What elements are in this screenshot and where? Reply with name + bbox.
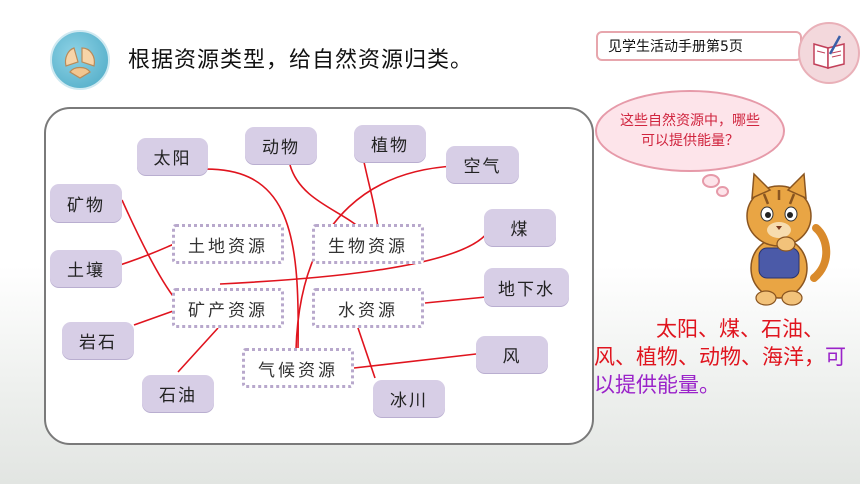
resource-soil: 土壤 bbox=[50, 250, 122, 287]
category-land: 土地资源 bbox=[172, 224, 284, 264]
resource-oil: 石油 bbox=[142, 375, 214, 412]
line-wind-climate bbox=[353, 353, 477, 369]
line-animal-biological bbox=[289, 164, 361, 229]
line-glacier-water bbox=[356, 324, 376, 379]
line-coal-mining bbox=[219, 231, 489, 285]
line-oil-mining bbox=[177, 327, 219, 373]
bubble-tail bbox=[702, 174, 720, 188]
category-climate: 气候资源 bbox=[242, 348, 354, 388]
clapping-hands-icon bbox=[50, 30, 110, 90]
bubble-question: 这些自然资源中，哪些可以提供能量？ bbox=[620, 113, 760, 149]
category-biological: 生物资源 bbox=[312, 224, 424, 264]
resource-wind: 风 bbox=[476, 336, 548, 373]
resource-mineral: 矿物 bbox=[50, 184, 122, 222]
resource-rock: 岩石 bbox=[62, 322, 134, 359]
cat-mascot-icon bbox=[724, 168, 834, 312]
speech-bubble: 这些自然资源中，哪些可以提供能量？ bbox=[595, 90, 785, 172]
resource-air: 空气 bbox=[446, 146, 519, 183]
resource-coal: 煤 bbox=[484, 209, 556, 246]
bubble-tail bbox=[716, 186, 729, 197]
line-sun-climate bbox=[187, 168, 300, 351]
resource-groundwater: 地下水 bbox=[484, 268, 569, 306]
book-icon bbox=[798, 22, 860, 84]
page-title: 根据资源类型，给自然资源归类。 bbox=[128, 48, 474, 73]
category-mineral: 矿产资源 bbox=[172, 288, 284, 328]
answer-red: 太阳、煤、石油、风、植物、动物、海洋， bbox=[594, 317, 825, 369]
line-air-climate bbox=[295, 165, 456, 351]
line-soil-land bbox=[119, 243, 175, 266]
line-plant-biological bbox=[363, 161, 379, 229]
resource-sun: 太阳 bbox=[137, 138, 208, 175]
resource-animal: 动物 bbox=[245, 127, 317, 164]
line-groundwater-water bbox=[424, 296, 487, 304]
resource-glacier: 冰川 bbox=[373, 380, 445, 417]
resource-plant: 植物 bbox=[354, 125, 426, 162]
workbook-reference-label: 见学生活动手册第5页 bbox=[608, 39, 743, 55]
answer-purple: 可以提供能量。 bbox=[594, 345, 846, 397]
line-rock-mining bbox=[133, 309, 177, 326]
line-mineral-mining bbox=[121, 199, 177, 301]
workbook-reference: 见学生活动手册第5页 bbox=[596, 31, 802, 61]
answer-text: 太阳、煤、石油、风、植物、动物、海洋，可以提供能量。 bbox=[594, 315, 860, 399]
category-water: 水资源 bbox=[312, 288, 424, 328]
